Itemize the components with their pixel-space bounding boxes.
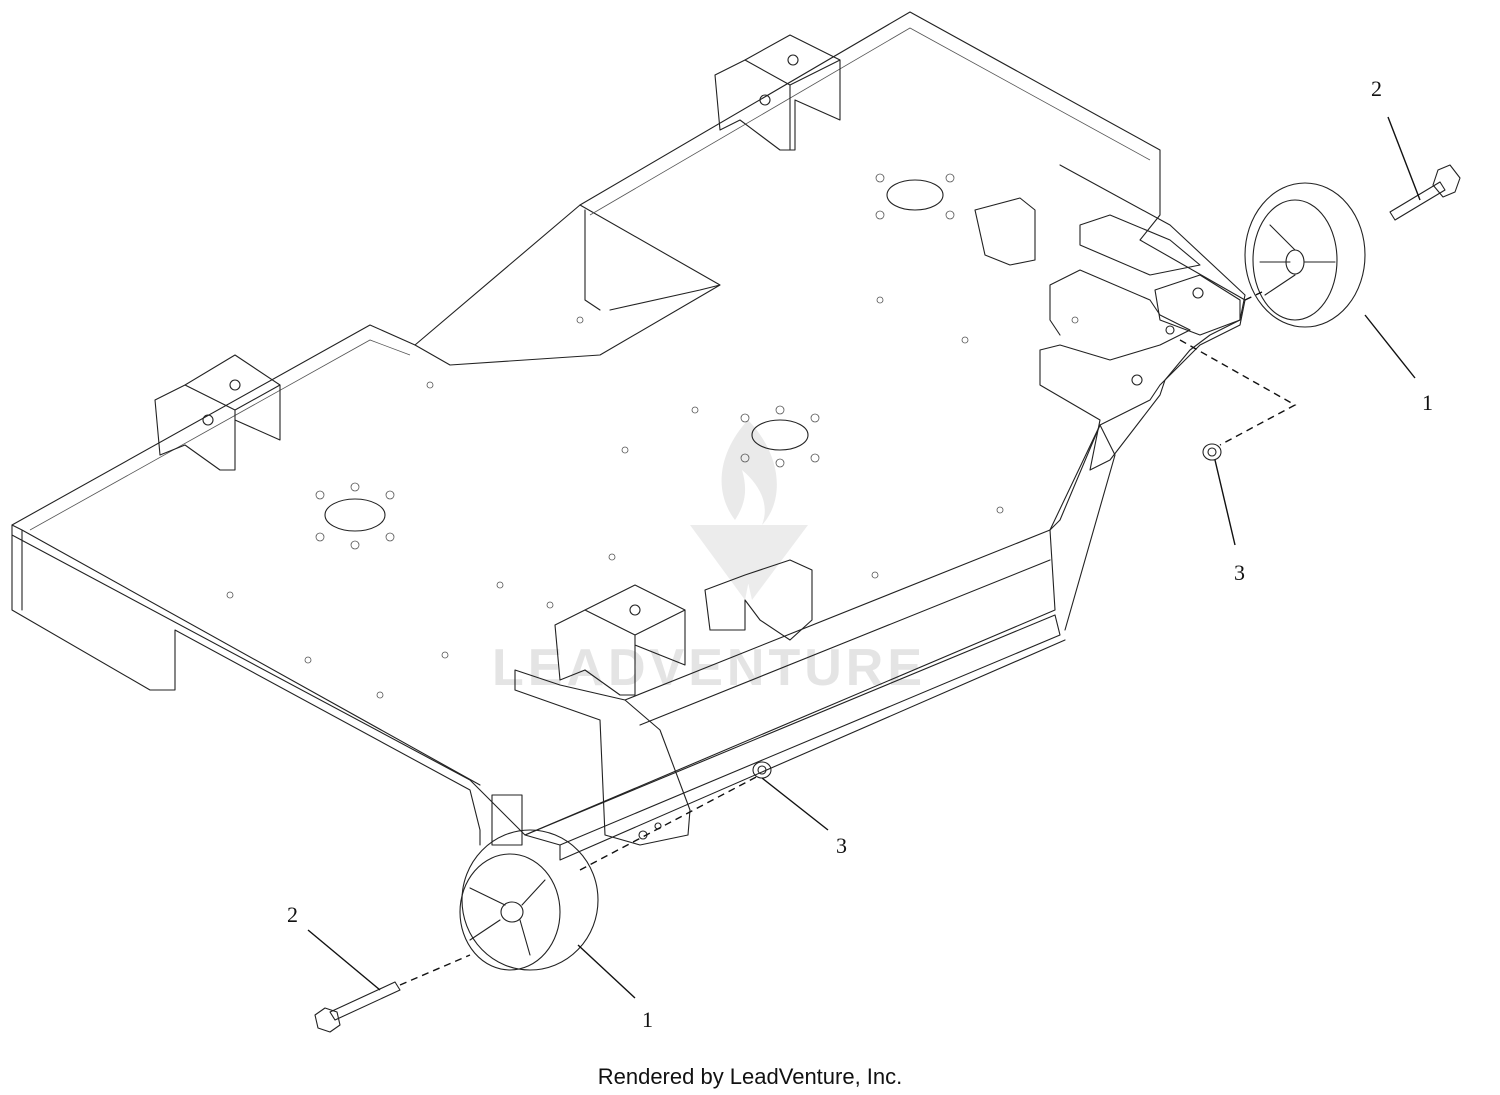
front-rail-lower [559,639,1066,861]
deck-housing [11,11,1246,861]
right-wheel-face [1252,199,1338,321]
right-arm-upper [1079,214,1201,276]
right-axis-dash [1179,339,1297,446]
left-nut [752,761,772,779]
deck-top-outline [11,11,1246,836]
bracket-front-center [554,584,686,696]
bracket-small-right [974,197,1036,266]
leadventure-watermark: LEADVENTURE [492,420,926,697]
deck-inner-line [29,27,1151,531]
render-credit: Rendered by LeadVenture, Inc. [597,1064,903,1089]
bracket-rear-left [154,354,281,471]
leader-lines [307,116,1421,999]
bracket-small-center [704,559,813,641]
callout-wheel-left: 1 [642,1007,653,1032]
left-wheel-face [459,853,561,971]
spindle-hole-center [751,419,809,451]
left-bolt [314,981,401,1033]
left-bolt-head [314,1007,341,1033]
right-bolt [1389,164,1461,221]
right-bolt-head [1432,164,1461,198]
right-wheel-arm [1039,164,1246,471]
right-bolt-shank [1389,181,1446,221]
right-gauge-wheel [1244,182,1366,328]
left-gauge-wheel [459,829,599,971]
right-arm-plate [1039,164,1246,471]
right-arm-block [1154,274,1241,336]
mounting-brackets [154,34,1036,696]
right-wheel-tire [1244,182,1366,328]
callout-nut-right: 3 [1234,560,1245,585]
left-wheel-tire [461,829,599,971]
spindle-hole-right [886,179,944,211]
spindle-hole-left [324,498,386,532]
front-rail [524,614,1061,846]
deck-left-skirt [11,534,481,846]
left-arm-rail [624,529,1051,726]
deck-square-tube [491,794,523,846]
v-logo-icon [690,525,808,600]
left-arm-plate [514,669,691,846]
spindle-mounts [226,173,1079,699]
callout-bolt-left: 2 [287,902,298,927]
center-channel [414,204,721,366]
deck-right-edge [1049,424,1116,631]
callout-wheel-right: 1 [1422,390,1433,415]
callout-labels: 2 1 3 3 2 1 [287,76,1433,1032]
left-wheel-hub [500,901,524,923]
right-nut [1202,443,1222,461]
watermark-text: LEADVENTURE [492,639,926,697]
callout-bolt-right: 2 [1371,76,1382,101]
callout-nut-left: 3 [836,833,847,858]
left-wheel-arm [491,529,1051,846]
bracket-rear-top [714,34,841,151]
left-bolt-shank [329,981,401,1021]
assembly-lines [399,291,1297,986]
deck-left-skirt-edge [11,524,481,786]
left-axis-dash [399,954,471,986]
flame-logo-icon [721,420,777,525]
